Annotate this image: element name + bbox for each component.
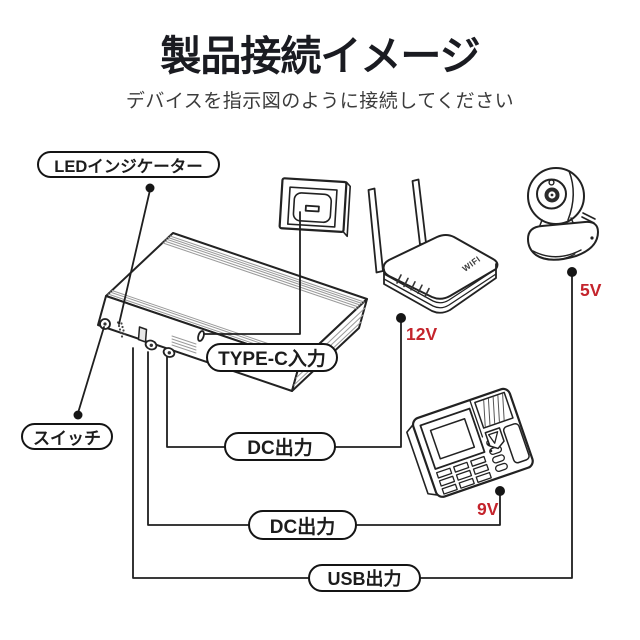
label-pill-type-c-input: TYPE-C入力 [206, 343, 338, 372]
attendance-screen [429, 417, 476, 460]
attendance-grille-hatch [483, 393, 505, 427]
connector-line-typec [203, 211, 301, 335]
junction-dot-attendance [495, 486, 505, 496]
connector-line-led [118, 189, 151, 325]
junction-dots [73, 183, 577, 496]
ups-dc-jack-2-pin [167, 351, 171, 355]
camera-ear-line [567, 170, 574, 221]
voltage-label-router: 12V [406, 324, 438, 344]
ups-dc-jack-1-pin [149, 343, 153, 347]
router-antenna-right [411, 178, 427, 246]
label-pill-switch: スイッチ [21, 423, 113, 450]
attendance-sensor-triangle [487, 431, 499, 444]
attendance-depth-edge [406, 424, 438, 496]
attendance-divider [469, 400, 484, 438]
junction-dot-router [396, 313, 406, 323]
junction-dot-camera [567, 267, 577, 277]
attendance-dot2 [489, 449, 493, 453]
camera-ir-dot [548, 179, 555, 186]
camera-base-ring2 [537, 253, 576, 261]
router-base-line1 [383, 268, 497, 304]
voltage-label-attendance: 9V [477, 499, 499, 519]
ups-led-indicator-dots [116, 321, 126, 338]
router-base [383, 263, 497, 314]
label-pill-led-indicator: LEDインジケーター [37, 151, 220, 178]
junction-dot-switch [73, 410, 83, 420]
ups-usb-port [137, 326, 148, 343]
camera-base-dot [590, 236, 594, 240]
outlet-depth-edge [342, 181, 352, 238]
wall-outlet [278, 177, 352, 238]
outlet-slot [304, 204, 320, 213]
camera-lens-dot [550, 193, 554, 197]
router-antenna-left [367, 187, 384, 274]
attendance-keypad [436, 455, 492, 495]
attendance-device [406, 387, 534, 498]
camera-base-ring1 [532, 249, 582, 258]
label-pill-dc-output-1: DC出力 [224, 432, 336, 461]
wifi-router: WIFI [367, 178, 499, 314]
page-title: 製品接続イメージ [160, 33, 480, 79]
router-base-line2 [383, 273, 497, 309]
attendance-right-panel [502, 422, 530, 464]
router-top-face [382, 234, 499, 300]
label-pill-dc-output-2: DC出力 [248, 510, 357, 540]
label-pill-usb-output: USB出力 [308, 564, 421, 592]
security-camera [527, 167, 599, 261]
attendance-dot1 [487, 442, 491, 446]
ups-type-c-port [197, 330, 205, 342]
router-led-ticks [396, 274, 430, 298]
connector-line-switch [77, 326, 105, 414]
junction-dot-led [145, 183, 155, 193]
voltage-label-camera: 5V [580, 280, 602, 300]
ups-power-switch-dot [103, 322, 107, 326]
page-subtitle: デバイスを指示図のように接続してください [125, 91, 515, 112]
